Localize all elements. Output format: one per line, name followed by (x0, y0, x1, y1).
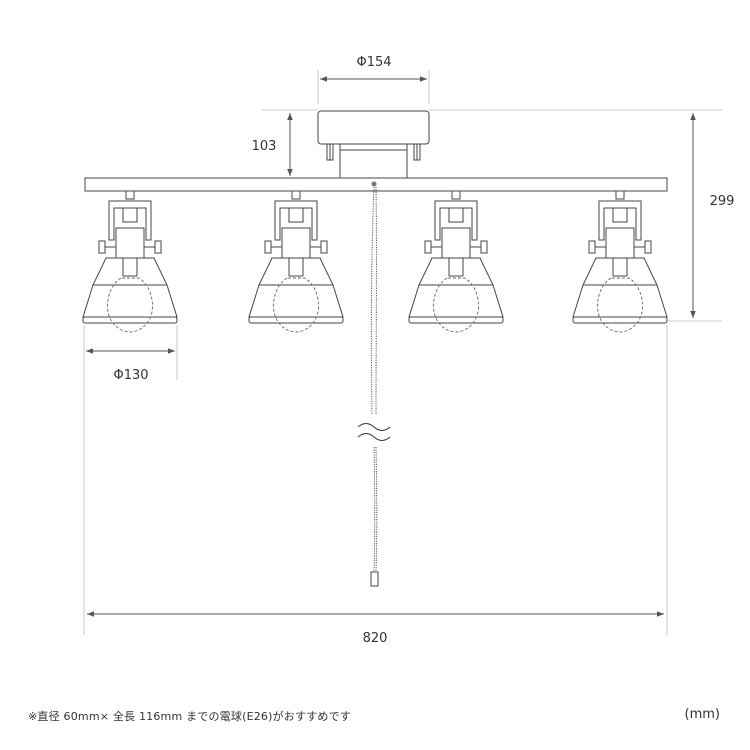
ceiling-canopy (317, 110, 430, 181)
shade-diameter-label: Φ130 (113, 368, 148, 383)
spot-lamp-2 (248, 190, 344, 333)
base-height-label: 103 (252, 139, 277, 154)
overall-width-label: 820 (363, 631, 388, 646)
spot-lamp-3 (408, 190, 504, 333)
pull-cord (357, 181, 391, 587)
bulb-recommendation-note: ※直径 60mm× 全長 116mm までの電球(E26)がおすすめです (28, 710, 352, 723)
dimension-base-diameter: Φ154 (317, 55, 430, 104)
spot-lamp-4 (572, 190, 668, 333)
spot-lamp-1 (82, 190, 178, 333)
overall-height-label: 299 (710, 194, 735, 209)
dimension-shade-diameter: Φ130 (86, 325, 178, 383)
unit-label: (mm) (684, 707, 720, 722)
dimension-overall-width: 820 (83, 325, 668, 646)
base-diameter-label: Φ154 (356, 55, 391, 70)
dimension-overall-height: 299 (429, 109, 735, 322)
dimension-base-height: 103 (252, 109, 318, 176)
